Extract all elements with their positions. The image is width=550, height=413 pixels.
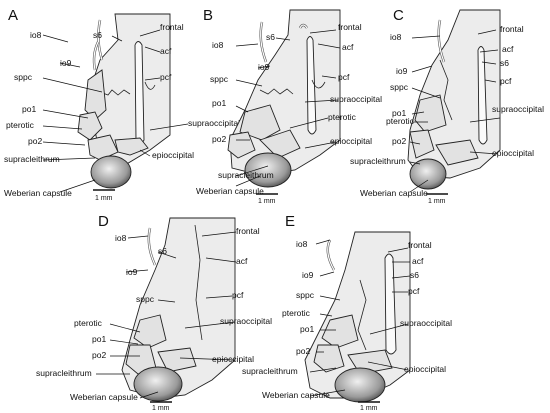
label-po1: po1 <box>22 104 36 114</box>
label-supraoccipital: supraoccipital <box>188 118 240 128</box>
label-supracleithrum: supracleithrum <box>242 366 298 376</box>
label-pcf: pcf <box>408 286 420 296</box>
label-pterotic: pterotic <box>282 308 311 318</box>
label-sppc: sppc <box>390 82 409 92</box>
label-pterotic: pterotic <box>74 318 103 328</box>
label-acf: acf <box>502 44 514 54</box>
label-frontal: frontal <box>338 22 362 32</box>
label-s6: s6 <box>93 30 102 40</box>
label-po2: po2 <box>296 346 310 356</box>
panel-c: C io8 frontal acf s6 io9 pcf sppc po1 pt… <box>350 7 544 205</box>
label-sppc: sppc <box>136 294 155 304</box>
label-s6: s6 <box>266 32 275 42</box>
label-supraoccipital: supraoccipital <box>220 316 272 326</box>
label-s6: s6 <box>410 270 419 280</box>
label-epioccipital: epioccipital <box>404 364 446 374</box>
label-acf: acf <box>412 256 424 266</box>
label-acf: acf <box>160 46 172 56</box>
label-frontal: frontal <box>408 240 432 250</box>
panel-letter: C <box>393 7 404 24</box>
label-po1: po1 <box>300 324 314 334</box>
label-po2: po2 <box>212 134 226 144</box>
label-po2: po2 <box>28 136 42 146</box>
label-supraoccipital: supraoccipital <box>330 94 382 104</box>
label-pcf: pcf <box>500 76 512 86</box>
label-sppc: sppc <box>296 290 315 300</box>
label-po1: po1 <box>92 334 106 344</box>
scale-label: 1 mm <box>152 405 170 412</box>
label-po2: po2 <box>92 350 106 360</box>
label-weberian-capsule: Weberian capsule <box>4 188 72 198</box>
label-io9: io9 <box>302 270 314 280</box>
label-supracleithrum: supracleithrum <box>350 156 406 166</box>
label-weberian-capsule: Weberian capsule <box>70 392 138 402</box>
label-io8: io8 <box>30 30 42 40</box>
scale-label: 1 mm <box>95 195 113 202</box>
label-pterotic: pterotic <box>6 120 35 130</box>
label-io8: io8 <box>296 239 308 249</box>
label-frontal: frontal <box>500 24 524 34</box>
label-pterotic: pterotic <box>328 112 357 122</box>
skull-drawing <box>77 13 171 189</box>
scale-label: 1 mm <box>258 198 276 205</box>
label-io9: io9 <box>258 62 270 72</box>
label-epioccipital: epioccipital <box>152 150 194 160</box>
label-epioccipital: epioccipital <box>212 354 254 364</box>
panel-letter: E <box>285 213 295 230</box>
label-io8: io8 <box>212 40 224 50</box>
label-frontal: frontal <box>236 226 260 236</box>
label-weberian-capsule: Weberian capsule <box>360 188 428 198</box>
label-supraoccipital: supraoccipital <box>492 104 544 114</box>
label-epioccipital: epioccipital <box>492 148 534 158</box>
label-sppc: sppc <box>14 72 33 82</box>
label-acf: acf <box>236 256 248 266</box>
panel-e: E io8 frontal acf io9 s6 pcf sppc pterot… <box>242 213 452 412</box>
label-supraoccipital: supraoccipital <box>400 318 452 328</box>
scale-label: 1 mm <box>360 405 378 412</box>
panel-a: A io8 s6 frontal acf io9 sppc pcf po1 pt… <box>4 7 240 202</box>
label-supracleithrum: supracleithrum <box>218 170 274 180</box>
label-pcf: pcf <box>232 290 244 300</box>
label-po2: po2 <box>392 136 406 146</box>
label-acf: acf <box>342 42 354 52</box>
label-weberian-capsule: Weberian capsule <box>262 390 330 400</box>
skull-drawing <box>121 217 236 402</box>
panel-letter: A <box>8 7 18 24</box>
panel-b: B io8 s6 frontal acf io9 sppc pcf po1 su… <box>196 7 382 205</box>
label-po1: po1 <box>212 98 226 108</box>
label-pcf: pcf <box>160 72 172 82</box>
label-weberian-capsule: Weberian capsule <box>196 186 264 196</box>
label-io9: io9 <box>396 66 408 76</box>
label-s6: s6 <box>158 246 167 256</box>
label-frontal: frontal <box>160 22 184 32</box>
panel-letter: B <box>203 7 213 24</box>
scale-label: 1 mm <box>428 198 446 205</box>
label-io8: io8 <box>115 233 127 243</box>
skull-drawing <box>304 231 411 403</box>
label-supracleithrum: supracleithrum <box>4 154 60 164</box>
label-io8: io8 <box>390 32 402 42</box>
label-supracleithrum: supracleithrum <box>36 368 92 378</box>
skull-drawing <box>227 9 341 188</box>
label-io9: io9 <box>60 58 72 68</box>
label-epioccipital: epioccipital <box>330 136 372 146</box>
label-io9: io9 <box>126 267 138 277</box>
label-sppc: sppc <box>210 74 229 84</box>
skull-drawing <box>407 9 501 190</box>
label-s6: s6 <box>500 58 509 68</box>
panel-letter: D <box>98 213 109 230</box>
panel-d: D io8 frontal s6 acf io9 sppc pcf pterot… <box>36 213 272 412</box>
label-pterotic: pterotic <box>386 116 415 126</box>
label-po1: po1 <box>392 108 406 118</box>
label-pcf: pcf <box>338 72 350 82</box>
